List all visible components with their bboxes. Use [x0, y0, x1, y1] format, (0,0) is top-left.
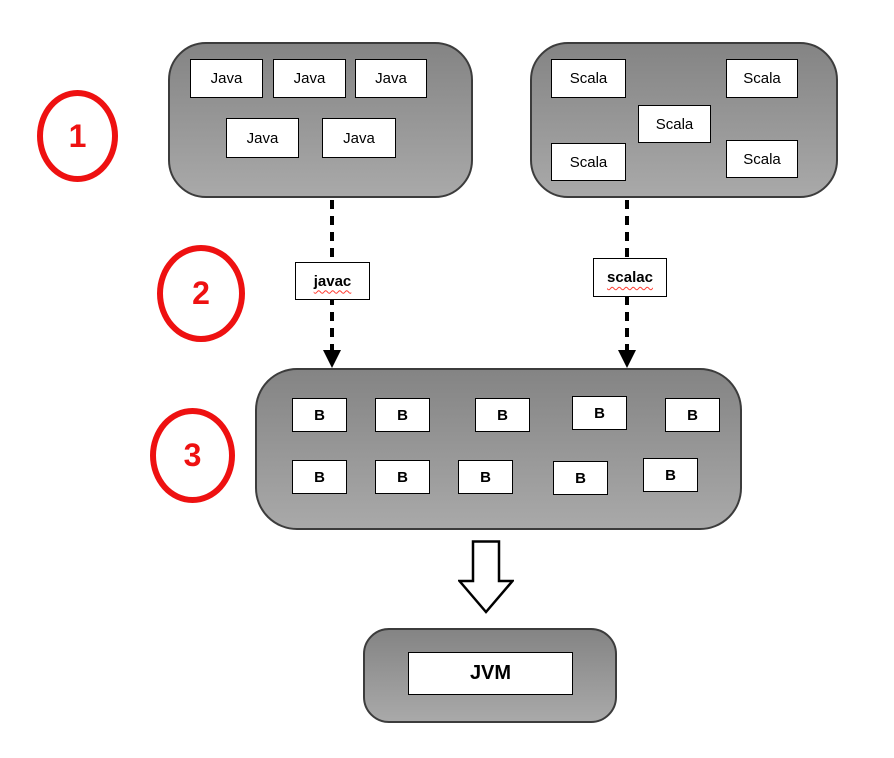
bytecode-file-box: B	[458, 460, 513, 494]
arrow-head	[618, 350, 636, 368]
scala-file-box: Scala	[726, 59, 798, 98]
jvm-box: JVM	[408, 652, 573, 695]
bytecode-file-box: B	[553, 461, 608, 495]
java-file-box: Java	[190, 59, 263, 98]
step-badge-1: 1	[37, 90, 118, 182]
java-file-box: Java	[226, 118, 299, 158]
bytecode-file-box: B	[572, 396, 627, 430]
scala-file-box: Scala	[551, 59, 626, 98]
scalac-label: scalac	[607, 269, 653, 286]
java-file-box: Java	[355, 59, 427, 98]
scala-file-box: Scala	[726, 140, 798, 178]
javac-dashed-arrow	[323, 200, 341, 368]
java-file-box: Java	[273, 59, 346, 98]
down-block-arrow-icon	[458, 540, 514, 614]
bytecode-file-box: B	[375, 398, 430, 432]
scalac-dashed-arrow	[618, 200, 636, 368]
arrow-head	[323, 350, 341, 368]
scala-file-box: Scala	[551, 143, 626, 181]
bytecode-file-box: B	[475, 398, 530, 432]
java-file-box: Java	[322, 118, 396, 158]
javac-label: javac	[313, 272, 352, 290]
bytecode-container	[255, 368, 742, 530]
bytecode-file-box: B	[292, 398, 347, 432]
step-badge-number: 3	[183, 437, 202, 473]
javac-label-box: javac	[295, 262, 370, 300]
block-arrow-shape	[458, 540, 514, 614]
bytecode-file-box: B	[292, 460, 347, 494]
step-badge-number: 2	[192, 275, 210, 311]
step-badge-3: 3	[150, 408, 235, 503]
step-badge-number: 1	[68, 117, 87, 154]
step-badge-2: 2	[157, 245, 245, 342]
bytecode-file-box: B	[643, 458, 698, 492]
scalac-label-box: scalac	[593, 258, 667, 297]
scala-file-box: Scala	[638, 105, 711, 143]
bytecode-file-box: B	[665, 398, 720, 432]
bytecode-file-box: B	[375, 460, 430, 494]
